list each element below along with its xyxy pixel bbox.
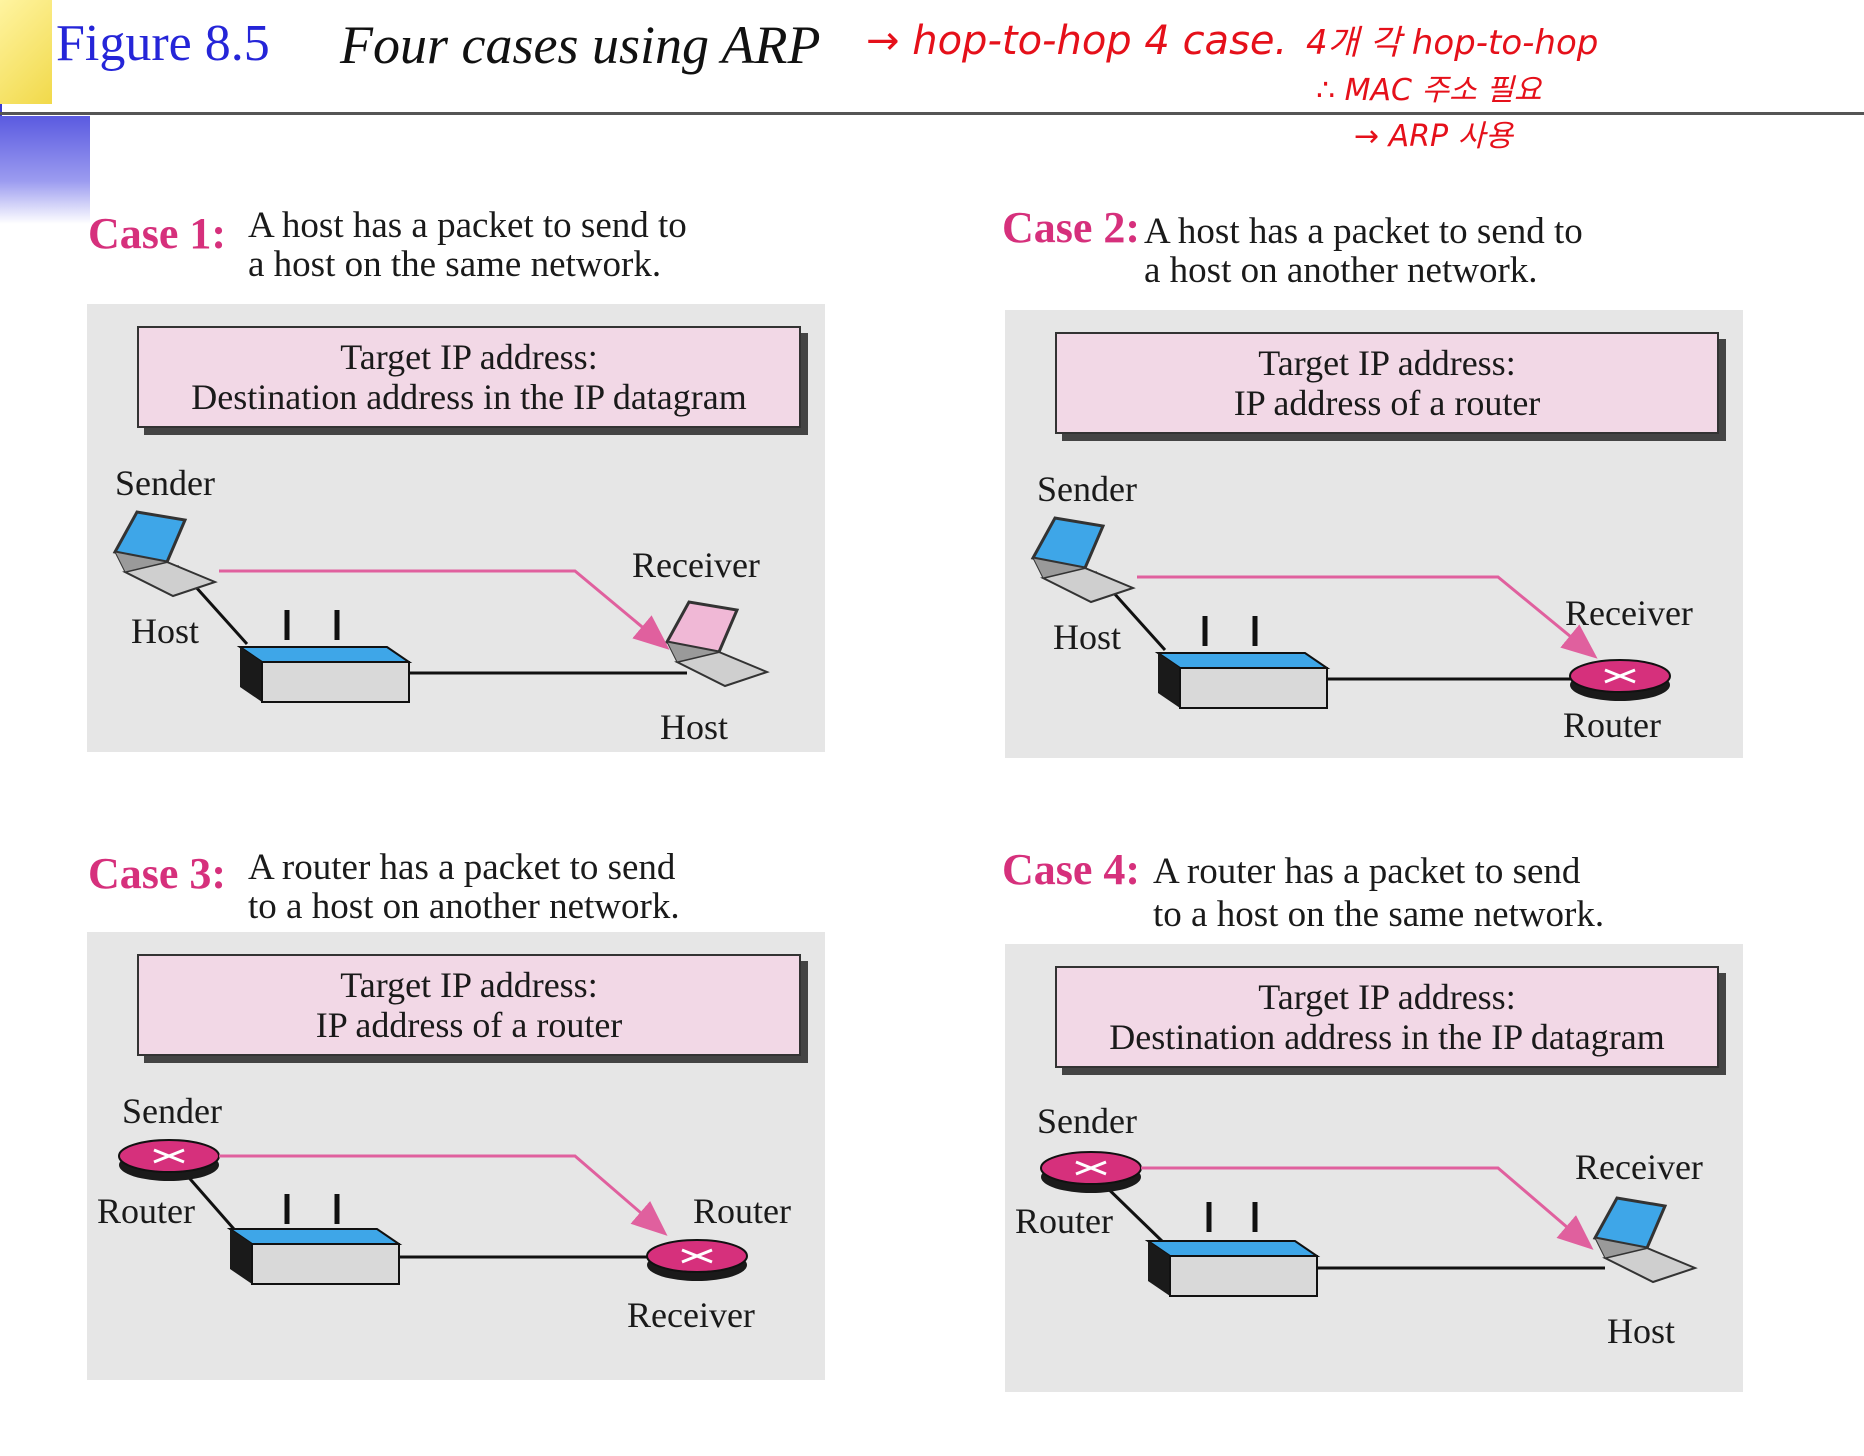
arp-path-arrow — [1137, 575, 1598, 659]
case-3-diagram — [118, 1139, 748, 1285]
case-2-target-box: Target IP address: IP address of a route… — [1055, 332, 1719, 434]
case-3-target-box: Target IP address: IP address of a route… — [137, 954, 801, 1056]
receiver-type-label: Router — [693, 1191, 791, 1231]
case-2-desc-line-2: a host on another network. — [1144, 250, 1538, 291]
figure-label: Figure 8.5 — [56, 15, 270, 72]
case-2-target-title: Target IP address: — [1258, 343, 1516, 383]
sender-type-label: Host — [1053, 617, 1122, 657]
switch-icon — [226, 1194, 403, 1285]
case-4-target-box: Target IP address: Destination address i… — [1055, 966, 1719, 1068]
laptop-icon — [1592, 1196, 1698, 1284]
receiver-type-label: Host — [660, 707, 729, 747]
case-1-target-box: Target IP address: Destination address i… — [137, 326, 801, 428]
note-line-4: → ARP 사용 — [1354, 119, 1514, 154]
case-1-diagram — [112, 510, 770, 703]
case-1-target-value: Destination address in the IP datagram — [191, 377, 747, 417]
note-line-3: ∴ MAC 주소 필요 — [1316, 73, 1543, 108]
case-4-target-value: Destination address in the IP datagram — [1109, 1017, 1665, 1057]
case-3-desc-line-1: A router has a packet to send — [248, 847, 676, 888]
laptop-icon — [664, 600, 770, 688]
case-2-diagram — [1030, 516, 1671, 709]
receiver-type-label: Host — [1607, 1311, 1676, 1351]
receiver-label: Receiver — [1575, 1147, 1703, 1187]
switch-icon — [236, 610, 413, 703]
router-icon — [118, 1139, 220, 1181]
case-4-desc-line-1: A router has a packet to send — [1153, 851, 1581, 892]
receiver-label: Receiver — [1565, 593, 1693, 633]
laptop-icon — [1030, 516, 1136, 604]
slide-corner-accent — [0, 0, 52, 104]
arp-path-arrow — [219, 569, 670, 650]
receiver-label: Receiver — [627, 1295, 755, 1335]
handwritten-note: → hop-to-hop 4 case. 4개 각 hop-to-hop ∴ M… — [866, 18, 1598, 154]
laptop-icon — [112, 510, 218, 598]
case-2-label: Case 2: — [1002, 203, 1141, 252]
case-4-diagram — [1040, 1151, 1698, 1297]
figure-title: Four cases using ARP — [340, 15, 821, 75]
router-icon — [1569, 659, 1671, 701]
arp-path-arrow — [1141, 1166, 1594, 1250]
case-1-desc-line-2: a host on the same network. — [248, 244, 662, 285]
sender-label: Sender — [1037, 469, 1137, 509]
case-3-description: A router has a packet to send to a host … — [248, 848, 680, 926]
arp-path-arrow — [219, 1154, 668, 1236]
slide-side-accent — [0, 116, 90, 224]
case-4-label: Case 4: — [1002, 845, 1141, 894]
case-3-target-title: Target IP address: — [340, 965, 598, 1005]
receiver-type-label: Router — [1563, 705, 1661, 745]
case-2-target-value: IP address of a router — [1233, 383, 1541, 423]
case-1-target-title: Target IP address: — [340, 337, 598, 377]
switch-icon — [1144, 1202, 1321, 1297]
case-4-desc-line-2: to a host on the same network. — [1153, 894, 1605, 935]
router-icon — [1040, 1151, 1142, 1193]
case-3-desc-line-2: to a host on another network. — [248, 886, 680, 927]
case-4-description: A router has a packet to send to a host … — [1153, 852, 1604, 934]
case-1-description: A host has a packet to send to a host on… — [248, 206, 687, 284]
sender-label: Sender — [1037, 1101, 1137, 1141]
case-1-panel: Target IP address: Destination address i… — [87, 304, 825, 752]
case-1-desc-line-1: A host has a packet to send to — [248, 205, 687, 246]
sender-type-label: Router — [97, 1191, 195, 1231]
case-1-label: Case 1: — [88, 209, 227, 258]
note-line-1: → hop-to-hop 4 case. — [866, 18, 1287, 64]
case-2-description: A host has a packet to send to a host on… — [1144, 212, 1583, 290]
sender-label: Sender — [122, 1091, 222, 1131]
note-line-2: 4개 각 hop-to-hop — [1306, 23, 1598, 63]
router-icon — [646, 1239, 748, 1281]
case-2-panel: Target IP address: IP address of a route… — [1005, 310, 1743, 758]
case-3-panel: Target IP address: IP address of a route… — [87, 932, 825, 1380]
case-2-desc-line-1: A host has a packet to send to — [1144, 211, 1583, 252]
switch-icon — [1154, 616, 1331, 709]
case-4-panel: Target IP address: Destination address i… — [1005, 944, 1743, 1392]
case-3-target-value: IP address of a router — [315, 1005, 623, 1045]
sender-type-label: Host — [131, 611, 200, 651]
receiver-label: Receiver — [632, 545, 760, 585]
sender-type-label: Router — [1015, 1201, 1113, 1241]
case-3-label: Case 3: — [88, 849, 227, 898]
case-4-target-title: Target IP address: — [1258, 977, 1516, 1017]
title-divider — [0, 112, 1864, 115]
sender-label: Sender — [115, 463, 215, 503]
